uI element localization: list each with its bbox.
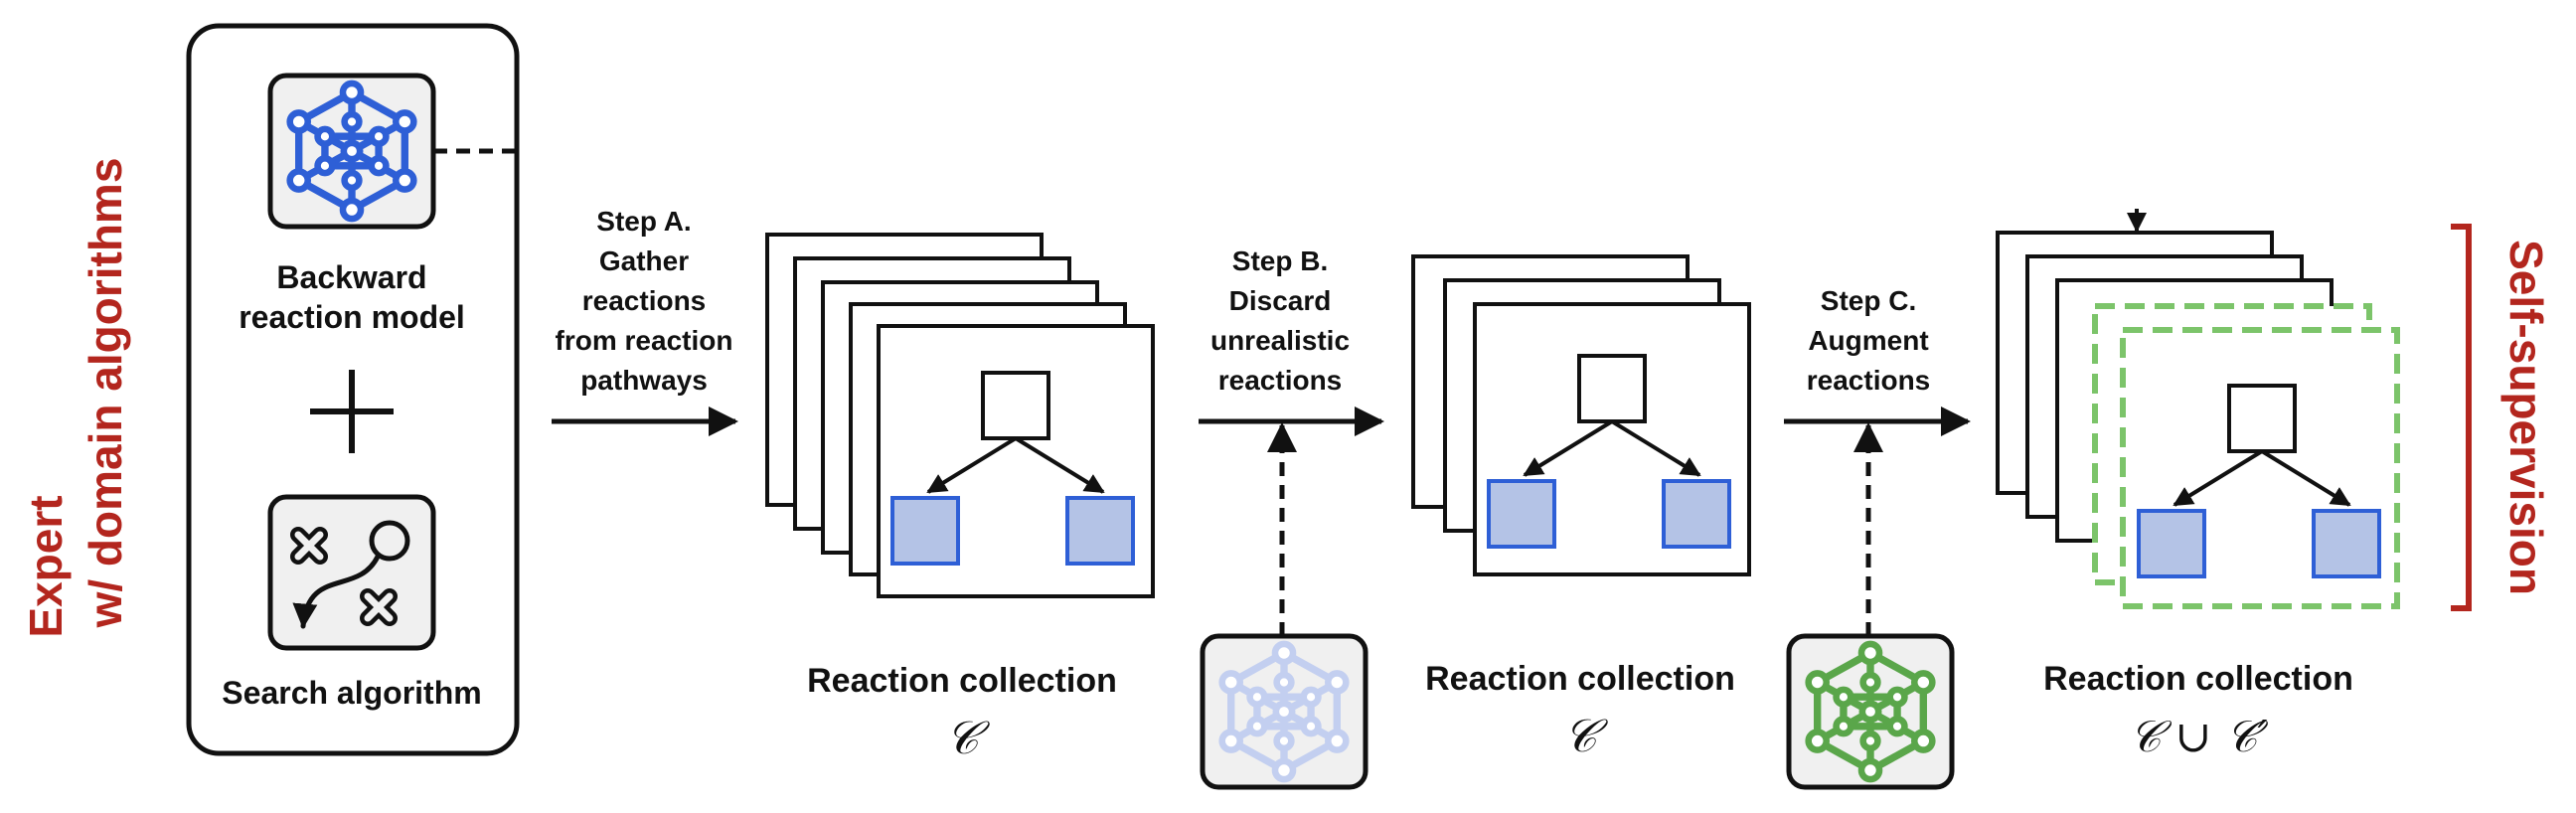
collection-1-symbol: 𝒞 — [945, 711, 990, 764]
step-b: Step B. Discard unrealistic reactions — [1199, 245, 1384, 790]
step-c: Step C. Augment reactions — [1784, 285, 1971, 790]
filter-model-tile — [1200, 633, 1368, 790]
step-b-line1: Step B. — [1232, 245, 1328, 276]
collection-3-title: Reaction collection — [2043, 660, 2353, 698]
expert-label-line2: w/ domain algorithms — [80, 158, 131, 629]
expert-panel: Backward reaction model Search algo — [186, 23, 520, 756]
search-algorithm-label: Search algorithm — [222, 675, 481, 711]
step-a-line3: reactions — [582, 285, 707, 316]
self-supervision: Self-supervision — [2451, 224, 2552, 611]
step-a-line1: Step A. — [596, 206, 691, 237]
backward-model-label-line1: Backward — [276, 259, 426, 295]
self-supervision-bracket — [2451, 224, 2472, 611]
step-c-line1: Step C. — [1821, 285, 1916, 316]
plus-icon — [310, 370, 394, 453]
collection-3-symbol: 𝒞 ∪ 𝒞′ — [2130, 712, 2269, 762]
expert-label-line1: Expert — [20, 495, 72, 637]
backward-model-tile — [267, 73, 436, 230]
collection-1-title: Reaction collection — [807, 662, 1117, 700]
augment-model-tile — [1786, 633, 1955, 790]
reaction-collection-1: Reaction collection 𝒞 — [765, 233, 1155, 764]
step-b-line3: unrealistic — [1210, 325, 1350, 356]
collection-2-symbol: 𝒞 — [1563, 709, 1608, 762]
step-b-line4: reactions — [1218, 365, 1343, 396]
step-a-line4: from reaction — [556, 325, 733, 356]
collection-2-title: Reaction collection — [1425, 660, 1735, 698]
step-a-line5: pathways — [580, 365, 708, 396]
step-a: Step A. Gather reactions from reaction p… — [552, 206, 738, 436]
expert-label: Expert w/ domain algorithms — [20, 158, 131, 638]
reaction-collection-2: Reaction collection 𝒞 — [1411, 254, 1751, 762]
step-c-line3: reactions — [1807, 365, 1931, 396]
backward-model-label-line2: reaction model — [239, 299, 465, 335]
reaction-collection-3: Reaction collection 𝒞 ∪ 𝒞′ — [1996, 209, 2400, 762]
step-a-line2: Gather — [599, 245, 689, 276]
step-c-line2: Augment — [1808, 325, 1928, 356]
search-algorithm-tile — [267, 494, 436, 651]
step-b-line2: Discard — [1229, 285, 1332, 316]
self-supervision-label: Self-supervision — [2500, 240, 2552, 595]
path-search-icon — [290, 520, 410, 629]
